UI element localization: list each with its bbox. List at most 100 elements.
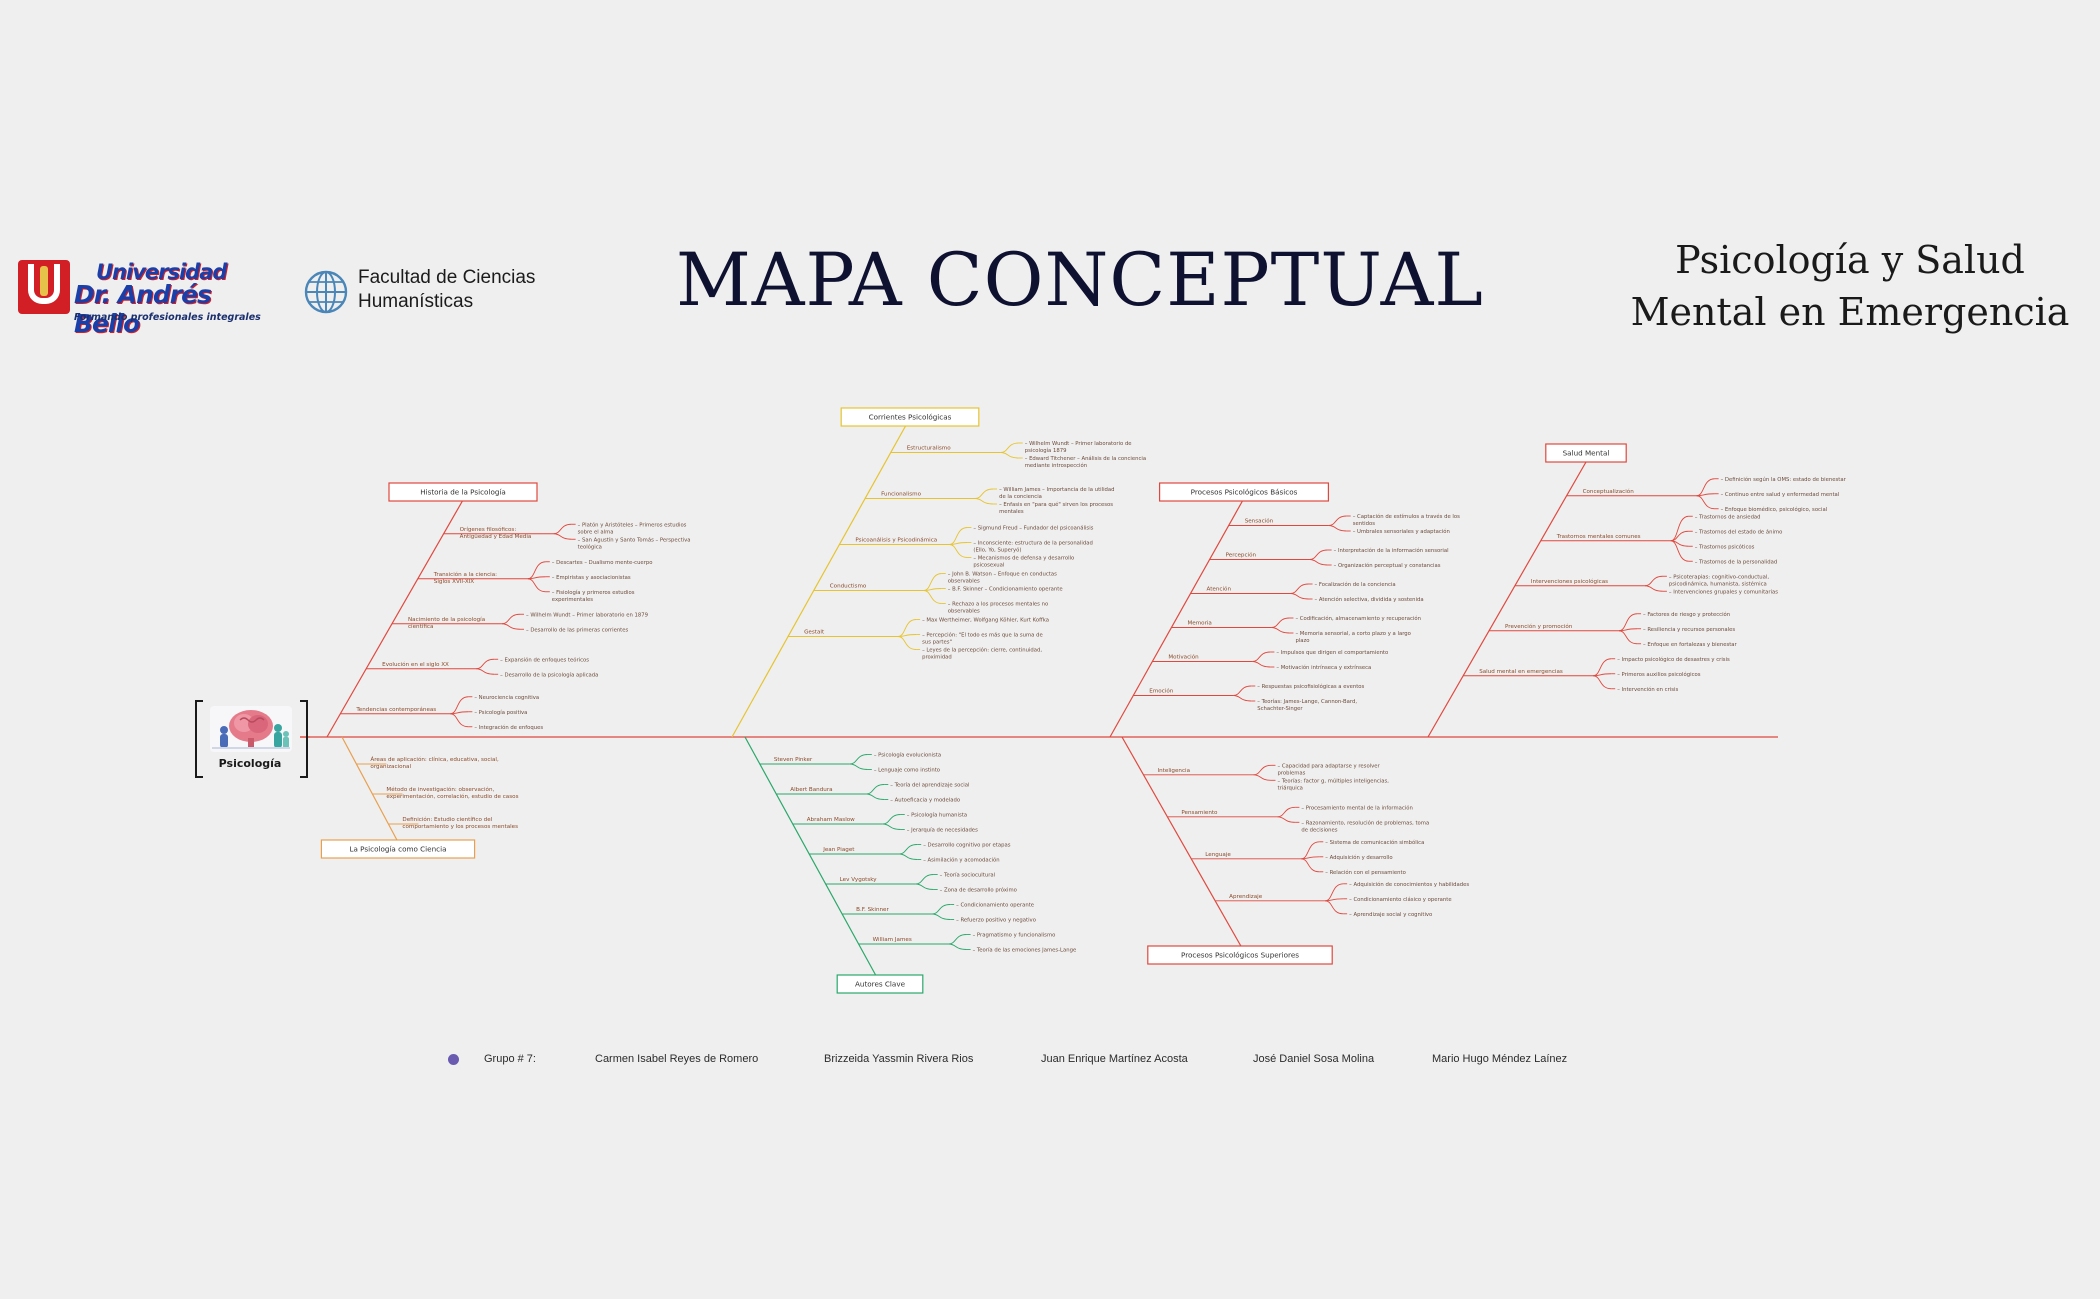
corrientes-title-box-label: Corrientes Psicológicas — [869, 413, 952, 422]
leaf-connector — [1328, 515, 1347, 526]
leaf-text: – Asimilación y acomodación — [923, 857, 999, 864]
leaf-connector — [1593, 675, 1612, 690]
superiores-bone — [1121, 736, 1243, 949]
leaf-connector — [1696, 495, 1715, 510]
leaf-text: – Motivación intrínseca y extrínseca — [1276, 664, 1371, 671]
leaf-connector — [1301, 841, 1320, 860]
leaf-text: – Atención selectiva, dividida y sosteni… — [1315, 596, 1424, 603]
leaf-text: – Teoría de las emociones James-Lange — [973, 947, 1077, 954]
leaf-text: – Percepción: "El todo es más que la sum… — [922, 632, 1043, 646]
sub-topic-label: Conductismo — [830, 584, 867, 590]
ciencia-title-box — [320, 839, 476, 859]
sub-topic-label: Inteligencia — [1157, 768, 1190, 774]
sub-topic-label: Aprendizaje — [1229, 894, 1263, 900]
leaf-text: – Focalización de la conciencia — [1315, 581, 1396, 588]
leaf-text: – Aprendizaje social y cognitivo — [1349, 912, 1432, 918]
sub-topic-label: Percepción — [1226, 552, 1257, 559]
leaf-text: – Resiliencia y recursos personales — [1643, 627, 1735, 633]
leaf-connector — [1271, 617, 1290, 628]
leaf-text: – Continuo entre salud y enfermedad ment… — [1721, 492, 1840, 498]
corrientes-bone — [731, 417, 911, 738]
leaf-connector — [915, 883, 934, 890]
university-logo: Universidad Dr. Andrés Bello Formando pr… — [18, 258, 261, 338]
leaf-connector — [1325, 900, 1344, 915]
faculty-name-line1: Facultad de Ciencias — [358, 267, 536, 288]
leaf-connector — [1309, 549, 1328, 560]
leaf-text: – Expansión de enfoques teóricos — [500, 656, 589, 663]
leaf-connector — [450, 696, 469, 715]
sub-topic-label: Conceptualización — [1583, 488, 1635, 495]
leaf-connector — [915, 874, 934, 885]
leaf-connector — [882, 823, 901, 830]
leaf-text: – Psicología positiva — [474, 709, 527, 716]
sub-topic-label: Jean Piaget — [822, 847, 855, 853]
user-icon — [448, 1054, 459, 1065]
leaf-text: – Psicología evolucionista — [874, 752, 941, 759]
leaf-text: – Relación con el pensamiento — [1325, 869, 1406, 876]
root-bracket-left — [195, 700, 203, 778]
leaf-connector — [923, 573, 942, 591]
leaf-connector — [923, 590, 942, 604]
sub-topic-label: Pensamiento — [1181, 810, 1218, 816]
leaf-text: – Platón y Aristóteles – Primeros estudi… — [578, 521, 687, 535]
leaf-connector — [1253, 764, 1272, 776]
leaf-connector — [1328, 525, 1347, 532]
faculty-name-line2: Humanísticas — [358, 291, 474, 312]
subtitle-line2: Mental en Emergencia — [1630, 290, 2070, 334]
leaf-text: – Factores de riesgo y protección — [1643, 611, 1730, 618]
university-name-line1: Universidad — [96, 260, 227, 284]
leaf-connector — [1252, 661, 1271, 668]
leaf-text: – Teoría del aprendizaje social — [890, 782, 969, 789]
sub-topic-label: Trastornos mentales comunes — [1556, 534, 1641, 540]
leaf-connector — [899, 844, 918, 855]
sub-topic-label: Transición a la ciencia:Siglos XVII-XIX — [433, 571, 497, 585]
sub-topic-label: Estructuralismo — [907, 446, 952, 452]
sub-topic-label: Prevención y promoción — [1505, 623, 1573, 630]
leaf-connector — [1252, 651, 1271, 662]
basicos-bone — [1109, 499, 1244, 738]
sub-topic-label: Gestalt — [804, 630, 825, 636]
leaf-text: – Primeros auxilios psicológicos — [1617, 671, 1701, 678]
leaf-connector — [1618, 630, 1638, 645]
sub-topic-label: Atención — [1207, 586, 1232, 593]
leaf-text: – Procesamiento mental de la información — [1301, 804, 1413, 811]
sub-topic-label: Evolución en el siglo XX — [382, 661, 449, 668]
university-tagline: Formando profesionales integrales — [74, 312, 261, 323]
leaf-text: – Desarrollo cognitivo por etapas — [923, 843, 1011, 849]
sub-topic-label: Memoria — [1187, 621, 1211, 627]
leaf-text: – Enfoque en fortalezas y bienestar — [1643, 642, 1738, 648]
member-name: José Daniel Sosa Molina — [1253, 1053, 1375, 1065]
leaf-text: – Enfoque biomédico, psicológico, social — [1721, 506, 1828, 513]
leaf-connector — [975, 488, 994, 499]
leaf-connector — [501, 623, 520, 630]
leaf-connector — [897, 619, 917, 637]
leaf-text: – San Agustín y Santo Tomás – Perspectiv… — [578, 536, 691, 550]
leaf-text: – Impacto psicológico de desastres y cri… — [1617, 656, 1730, 663]
leaf-text: – Max Wertheimer, Wolfgang Köhler, Kurt … — [922, 618, 1049, 624]
leaf-connector — [882, 814, 901, 825]
leaf-connector — [476, 668, 495, 675]
leaf-text: – Intervención en crisis — [1617, 686, 1678, 693]
autores-bone — [744, 736, 881, 984]
member-name: Mario Hugo Méndez Laínez — [1432, 1053, 1568, 1065]
globe-icon — [304, 270, 348, 314]
brain-illustration-icon — [210, 706, 292, 752]
root-node-label: Psicología — [218, 757, 282, 770]
sub-topic-label: Intervenciones psicológicas — [1531, 578, 1608, 585]
historia-bone — [326, 499, 464, 738]
leaf-connector — [1644, 575, 1663, 587]
leaf-text: – Trastornos de ansiedad — [1695, 514, 1761, 520]
leaf-connector — [1290, 593, 1309, 600]
leaf-connector — [501, 613, 520, 625]
leaf-connector — [1277, 816, 1296, 823]
leaf-text: – Interpretación de la información senso… — [1334, 547, 1449, 554]
leaf-text: – Leyes de la percepción: cierre, contin… — [922, 647, 1042, 661]
leaf-connector — [1290, 583, 1309, 594]
leaf-connector — [1593, 658, 1612, 677]
subtitle: Psicología y Salud Mental en Emergencia — [1620, 234, 2080, 338]
leaf-connector — [1271, 627, 1290, 634]
ciencia-title-box-label: La Psicología como Ciencia — [349, 845, 446, 854]
